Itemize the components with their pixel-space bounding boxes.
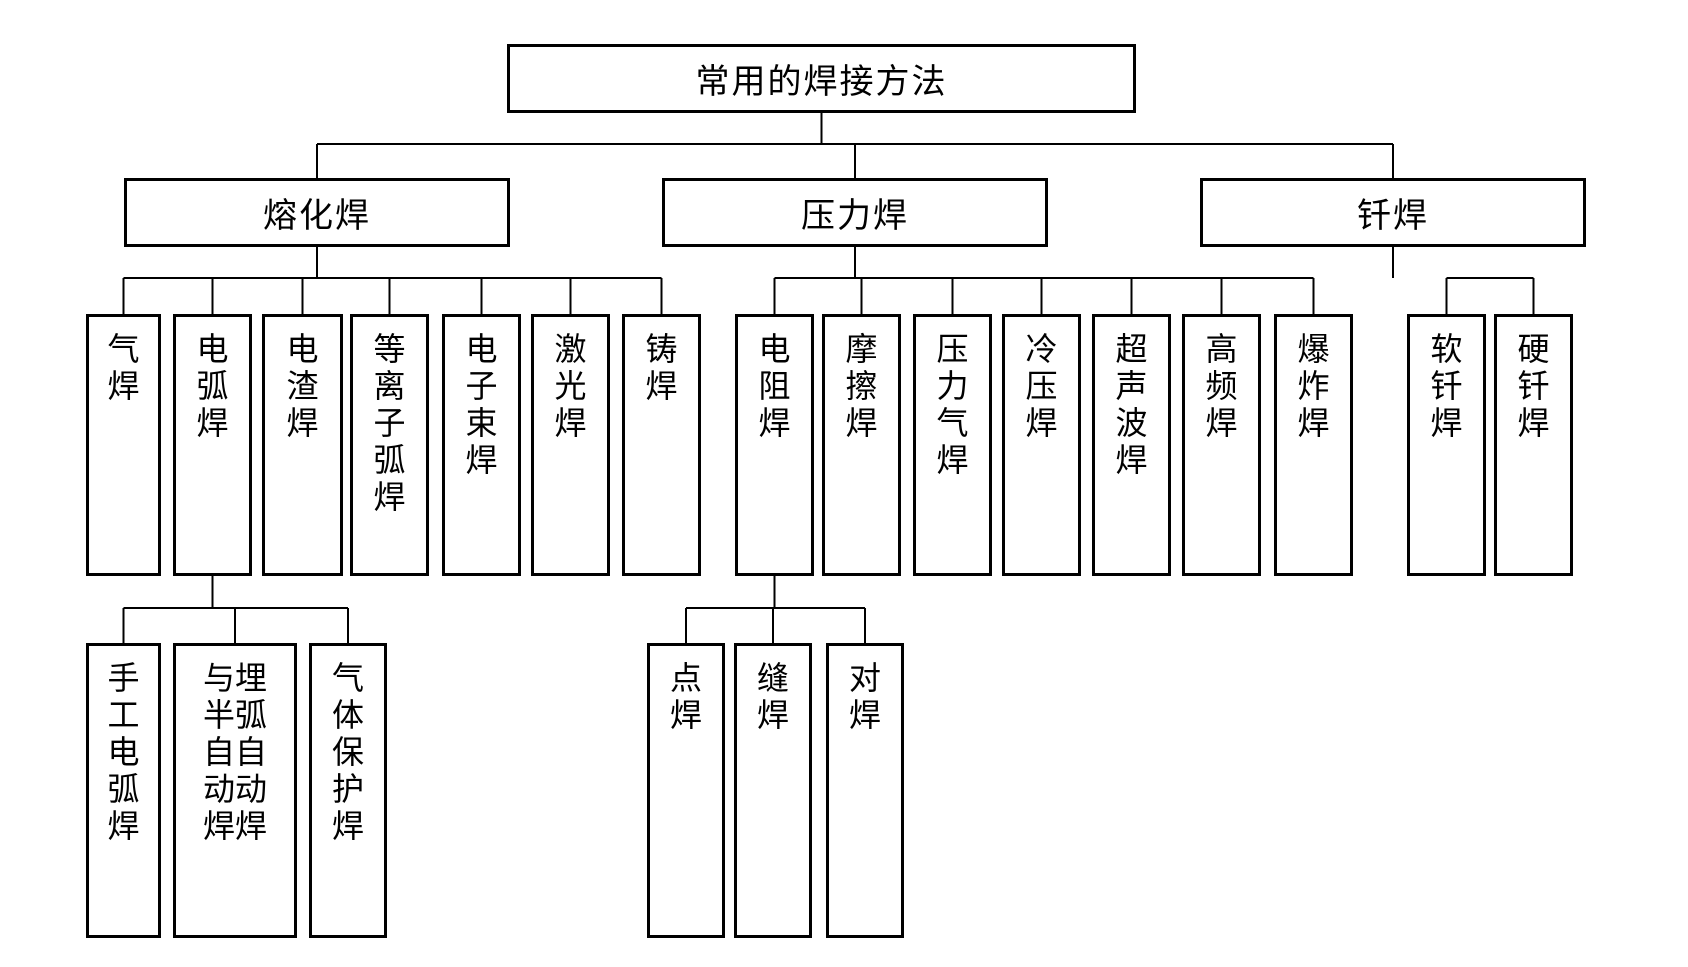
pressure-method-node: 高频焊 <box>1182 314 1261 576</box>
arc-subtype-node-line: 手工电弧焊 <box>107 659 140 845</box>
fusion-method-node: 激光焊 <box>531 314 610 576</box>
brazing-method-node-line: 软钎焊 <box>1430 330 1463 442</box>
fusion-method-node-line: 气焊 <box>107 330 140 405</box>
arc-subtype-node-line: 埋弧自动焊 <box>235 659 268 845</box>
fusion-method-node-line: 等离子弧焊 <box>373 330 406 516</box>
brazing-method-node: 软钎焊 <box>1407 314 1486 576</box>
fusion-method-node-line: 激光焊 <box>554 330 587 442</box>
category-node: 熔化焊 <box>124 178 510 247</box>
resistance-subtype-node-line: 点焊 <box>669 659 702 734</box>
fusion-method-node: 气焊 <box>86 314 161 576</box>
fusion-method-node-line: 铸焊 <box>645 330 678 405</box>
fusion-method-node: 电弧焊 <box>173 314 252 576</box>
category-node: 压力焊 <box>662 178 1048 247</box>
arc-subtype-node-line: 气体保护焊 <box>331 659 364 845</box>
pressure-method-node-line: 超声波焊 <box>1115 330 1148 479</box>
arc-subtype-node-line: 与半自动焊 <box>202 659 235 845</box>
resistance-subtype-node: 点焊 <box>647 643 725 938</box>
pressure-method-node-line: 压力气焊 <box>936 330 969 479</box>
resistance-subtype-node-line: 对焊 <box>848 659 881 734</box>
pressure-method-node-line: 爆炸焊 <box>1297 330 1330 442</box>
brazing-method-node-line: 硬钎焊 <box>1517 330 1550 442</box>
category-node: 钎焊 <box>1200 178 1586 247</box>
pressure-method-node: 压力气焊 <box>913 314 992 576</box>
resistance-subtype-node: 对焊 <box>826 643 904 938</box>
fusion-method-node: 电子束焊 <box>442 314 521 576</box>
fusion-method-node-line: 电子束焊 <box>465 330 498 479</box>
arc-subtype-node: 手工电弧焊 <box>86 643 161 938</box>
arc-subtype-node: 气体保护焊 <box>309 643 387 938</box>
pressure-method-node: 超声波焊 <box>1092 314 1171 576</box>
fusion-method-node-line: 电弧焊 <box>196 330 229 442</box>
fusion-method-node: 铸焊 <box>622 314 701 576</box>
pressure-method-node-line: 高频焊 <box>1205 330 1238 442</box>
pressure-method-node: 爆炸焊 <box>1274 314 1353 576</box>
pressure-method-node: 冷压焊 <box>1002 314 1081 576</box>
arc-subtype-node: 埋弧自动焊与半自动焊 <box>173 643 297 938</box>
pressure-method-node: 摩擦焊 <box>822 314 901 576</box>
fusion-method-node: 等离子弧焊 <box>350 314 429 576</box>
pressure-method-node: 电阻焊 <box>735 314 814 576</box>
resistance-subtype-node-line: 缝焊 <box>756 659 789 734</box>
fusion-method-node: 电渣焊 <box>262 314 343 576</box>
fusion-method-node-line: 电渣焊 <box>286 330 319 442</box>
brazing-method-node: 硬钎焊 <box>1494 314 1573 576</box>
pressure-method-node-line: 冷压焊 <box>1025 330 1058 442</box>
pressure-method-node-line: 摩擦焊 <box>845 330 878 442</box>
pressure-method-node-line: 电阻焊 <box>758 330 791 442</box>
root-node: 常用的焊接方法 <box>507 44 1136 113</box>
resistance-subtype-node: 缝焊 <box>734 643 812 938</box>
